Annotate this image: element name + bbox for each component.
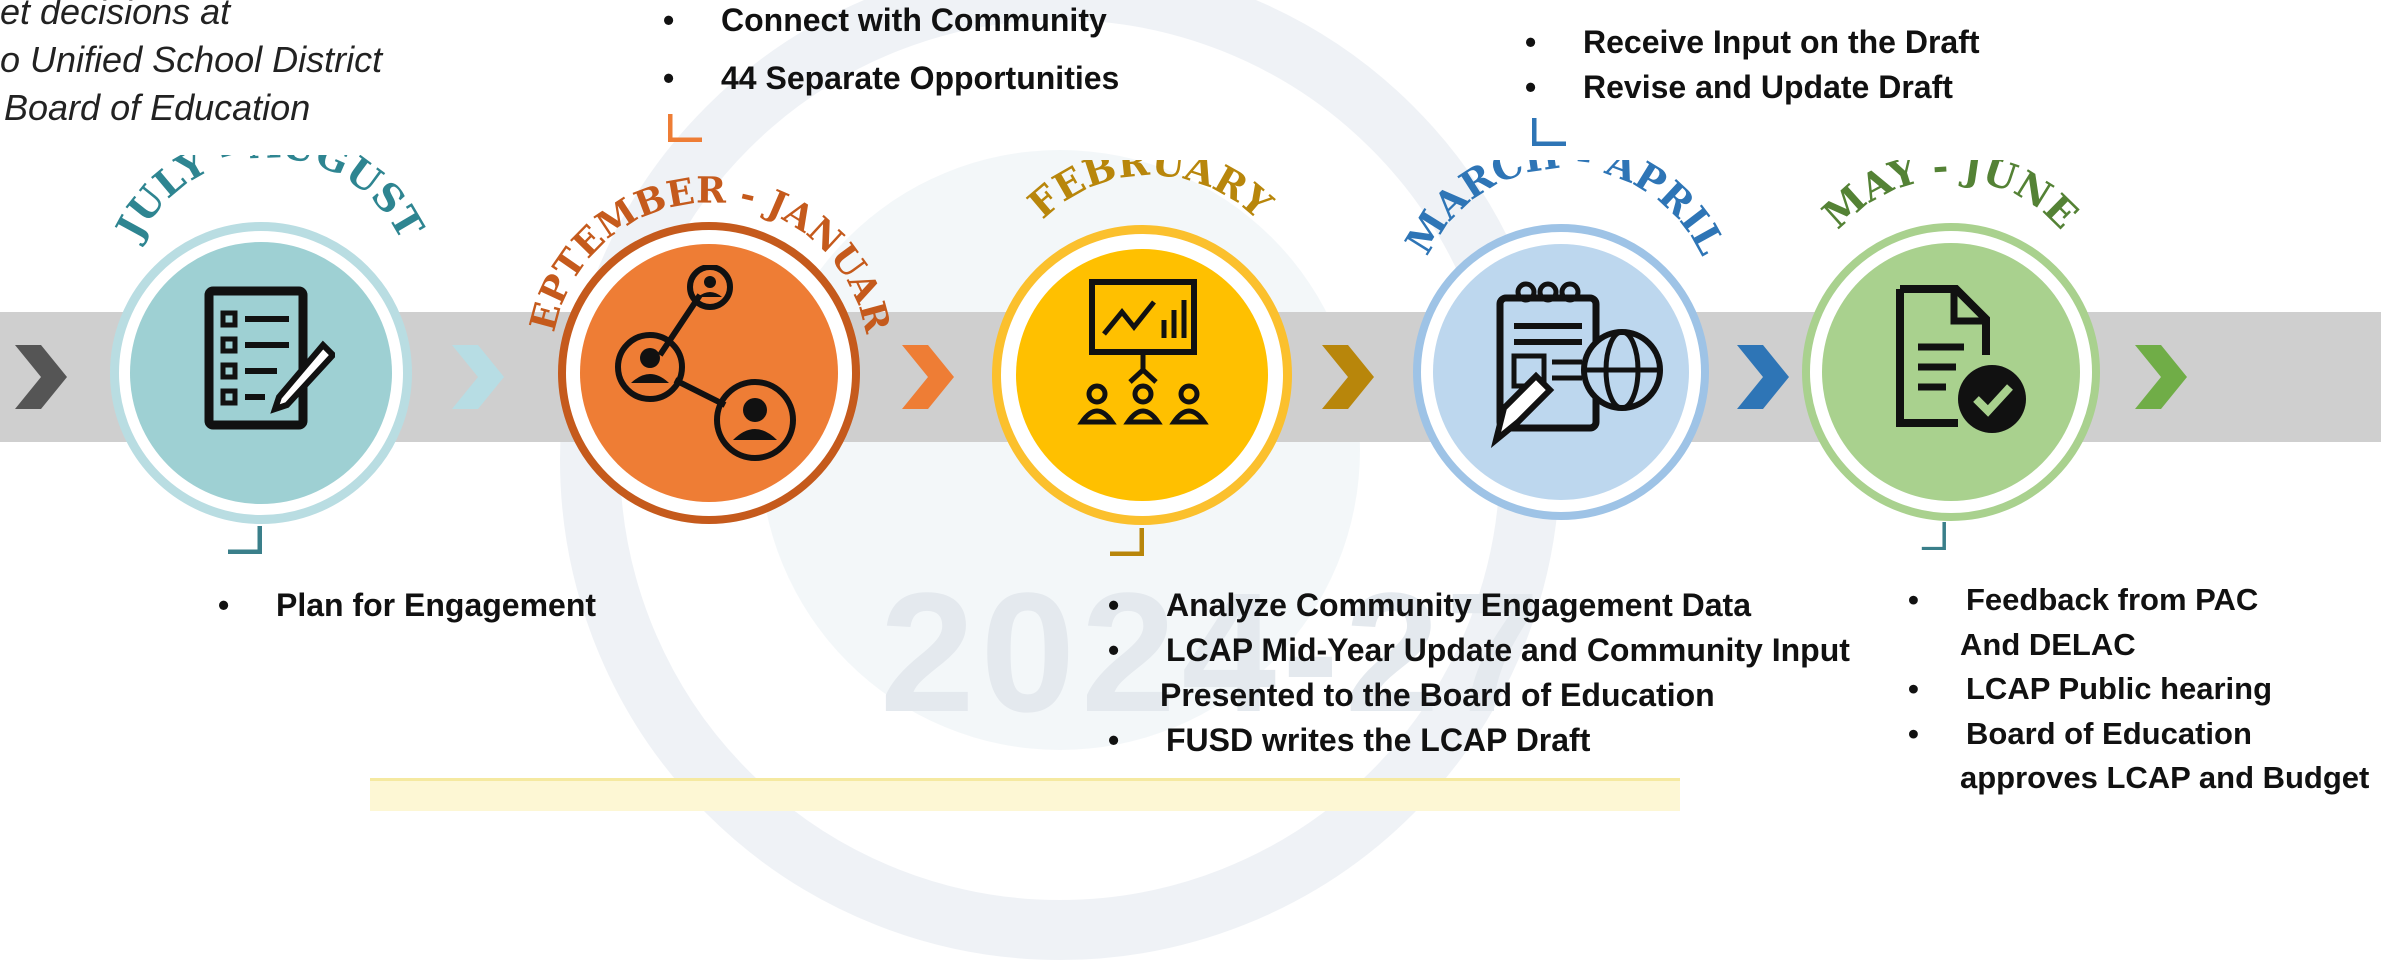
intro-line-3: Board of Education [4,87,311,128]
intro-line-1: et decisions at [0,0,231,32]
bullet-item: Feedback from PAC [1908,578,2369,623]
elbow-connector-3 [1110,528,1144,556]
bullet-list-july-august: Plan for Engagement [218,583,596,628]
bullet-item: 44 Separate Opportunities [663,56,1119,101]
bullet-item: Analyze Community Engagement Data [1108,583,1850,628]
chevron-1-icon [452,345,504,409]
elbow-connector-5 [1921,522,1946,550]
bottom-note-band [370,778,1680,811]
bullet-item: Board of Education [1908,712,2369,757]
chevron-start-icon [15,345,67,409]
station-title-february: FEBRUARY [1019,160,1282,227]
presentation-audience-icon [1077,279,1209,425]
bullet-list-september-january: Connect with Community 44 Separate Oppor… [663,0,1119,101]
intro-text: et decisions at o Unified School Distric… [0,0,382,132]
chevron-2-icon [902,345,954,409]
bullet-list-march-april: Receive Input on the Draft Revise and Up… [1525,20,1980,110]
bullet-list-may-june: Feedback from PAC And DELAC LCAP Public … [1908,578,2369,801]
elbow-connector-2 [668,114,702,142]
svg-text:FEBRUARY: FEBRUARY [1019,160,1282,227]
bullet-item: Connect with Community [663,0,1119,43]
intro-line-2: o Unified School District [0,39,383,80]
bullet-item-continued: And DELAC [1960,626,2136,662]
people-network-icon [615,265,796,461]
bullet-item: FUSD writes the LCAP Draft [1108,718,1850,763]
newspaper-globe-icon [1490,281,1663,448]
elbow-connector-4 [1532,118,1566,146]
bullet-list-february: Analyze Community Engagement Data LCAP M… [1108,583,1850,763]
bullet-item-continued: Presented to the Board of Education [1160,677,1715,713]
chevron-5-icon [2135,345,2187,409]
chevron-4-icon [1737,345,1789,409]
document-checkmark-icon [1896,285,2026,433]
bullet-item: Receive Input on the Draft [1525,20,1980,65]
bullet-item-continued: approves LCAP and Budget [1960,760,2370,795]
bullet-item: LCAP Public hearing [1908,667,2369,712]
bullet-item: Revise and Update Draft [1525,65,1980,110]
station-circle-inner [1016,249,1268,501]
checklist-document-icon [204,286,335,430]
bullet-item: LCAP Mid-Year Update and Community Input [1108,628,1850,673]
chevron-3-icon [1322,345,1374,409]
bullet-item: Plan for Engagement [218,583,596,628]
elbow-connector-1 [228,526,262,554]
